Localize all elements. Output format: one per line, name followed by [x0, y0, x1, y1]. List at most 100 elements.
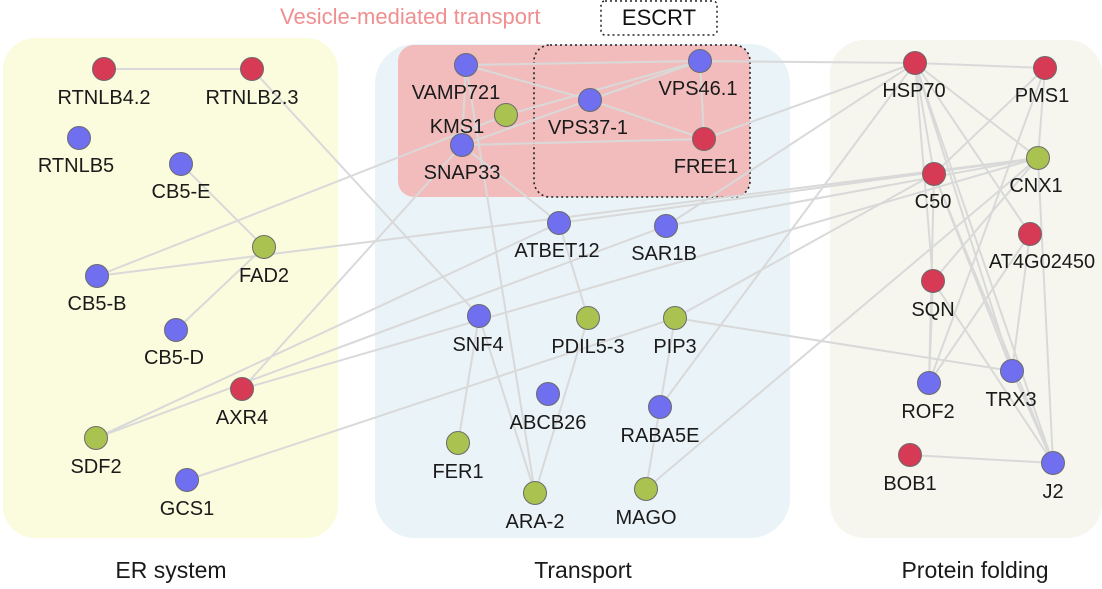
edge-HSP70-AT4G02450	[914, 62, 1031, 235]
edge-AT4G02450-ROF2	[928, 233, 1031, 384]
node-TRX3: TRX3	[985, 359, 1037, 411]
edge-HSP70-TRX3	[914, 62, 1013, 372]
edge-VAMP721-SNAP33	[461, 64, 467, 146]
node-label-PIP3: PIP3	[653, 336, 696, 358]
edge-VPS46.1-HSP70	[699, 60, 916, 64]
node-HSP70: HSP70	[882, 51, 946, 102]
node-circle-HSP70	[903, 51, 927, 75]
node-label-J2: J2	[1042, 481, 1063, 503]
node-SNAP33: SNAP33	[424, 133, 501, 184]
edge-HSP70-PMS1	[914, 62, 1046, 69]
node-label-SQN: SQN	[911, 299, 954, 321]
edge-PMS1-C50	[933, 67, 1046, 175]
legend-vesicle-text: Vesicle-mediated transport	[280, 4, 540, 29]
node-KMS1: KMS1	[430, 103, 518, 138]
edge-HSP70-J2	[914, 62, 1054, 464]
node-circle-CB5-E	[169, 152, 193, 176]
node-circle-ATBET12	[547, 211, 571, 235]
node-label-ROF2: ROF2	[901, 401, 954, 423]
edge-HSP70-C50	[914, 62, 935, 175]
edge-SNF4-FER1	[457, 315, 480, 444]
node-circle-PIP3	[663, 306, 687, 330]
node-MAGO: MAGO	[615, 477, 677, 529]
edge-CB5-E-FAD2	[180, 163, 265, 248]
edge-SNAP33-ATBET12	[461, 144, 560, 224]
node-SQN: SQN	[911, 269, 955, 321]
node-label-KMS1: KMS1	[430, 116, 484, 138]
edge-AXR4-SNAP33	[241, 144, 463, 390]
node-ROF2: ROF2	[901, 371, 955, 423]
node-label-ARA-2: ARA-2	[506, 511, 565, 533]
edge-SNAP33-FREE1	[461, 138, 705, 146]
node-PDIL5-3: PDIL5-3	[551, 306, 625, 358]
edge-VPS37-1-VPS46.1	[589, 60, 701, 101]
node-label-GCS1: GCS1	[160, 498, 214, 520]
edges	[95, 60, 1054, 494]
node-label-CB5-B: CB5-B	[68, 293, 127, 315]
node-circle-ARA-2	[523, 481, 547, 505]
node-circle-VPS46.1	[688, 49, 712, 73]
edge-C50-J2	[933, 173, 1054, 464]
node-ARA-2: ARA-2	[506, 481, 565, 533]
node-circle-J2	[1041, 451, 1065, 475]
node-circle-BOB1	[898, 443, 922, 467]
node-circle-ABCB26	[536, 382, 560, 406]
edge-PIP3-C50	[674, 173, 935, 319]
node-label-HSP70: HSP70	[882, 80, 945, 102]
node-circle-RABA5E	[648, 395, 672, 419]
legend-escrt-text: ESCRT	[622, 5, 696, 30]
edge-SAR1B-CNX1	[665, 157, 1039, 227]
escrt-box	[533, 44, 751, 198]
node-label-PMS1: PMS1	[1015, 85, 1069, 107]
node-circle-FER1	[446, 431, 470, 455]
edge-ATBET12-PDIL5-3	[558, 222, 589, 319]
edge-MAGO-CNX1	[645, 157, 1039, 490]
node-label-ATBET12: ATBET12	[514, 240, 599, 262]
edge-BOB1-J2	[909, 454, 1054, 464]
node-FAD2: FAD2	[239, 235, 289, 287]
node-circle-SAR1B	[654, 214, 678, 238]
edge-TRX3-J2	[1011, 370, 1054, 464]
node-label-CNX1: CNX1	[1009, 175, 1062, 197]
node-label-FAD2: FAD2	[239, 265, 289, 287]
node-AT4G02450: AT4G02450	[989, 222, 1095, 273]
node-circle-CB5-B	[85, 264, 109, 288]
node-circle-FREE1	[692, 127, 716, 151]
node-label-VPS46.1: VPS46.1	[659, 78, 738, 100]
edge-SNF4-ARA-2	[478, 315, 536, 494]
edge-AT4G02450-TRX3	[1011, 233, 1031, 372]
group-label-transport: Transport	[534, 557, 632, 583]
node-VPS46.1: VPS46.1	[659, 49, 738, 100]
edge-PMS1-ROF2	[928, 67, 1046, 384]
node-GCS1: GCS1	[160, 468, 214, 520]
node-circle-RTNLB4.2	[92, 57, 116, 81]
node-circle-PMS1	[1033, 56, 1057, 80]
node-VAMP721: VAMP721	[412, 53, 500, 104]
node-RTNLB5: RTNLB5	[38, 126, 114, 177]
node-label-FER1: FER1	[432, 461, 483, 483]
edge-VPS46.1-FREE1	[699, 60, 705, 140]
node-CB5-D: CB5-D	[144, 318, 204, 369]
node-SNF4: SNF4	[452, 304, 504, 356]
legend: Vesicle-mediated transport ESCRT	[280, 0, 718, 36]
node-ABCB26: ABCB26	[510, 382, 587, 434]
node-label-SNAP33: SNAP33	[424, 162, 501, 184]
node-label-SAR1B: SAR1B	[631, 243, 697, 265]
node-AXR4: AXR4	[216, 377, 268, 429]
node-circle-AT4G02450	[1018, 222, 1042, 246]
node-circle-SNF4	[467, 304, 491, 328]
node-SAR1B: SAR1B	[631, 214, 697, 265]
node-RTNLB2.3: RTNLB2.3	[205, 57, 299, 109]
edge-SQN-ROF2	[928, 280, 934, 384]
edge-VAMP721-VPS37-1	[465, 64, 591, 101]
edge-RABA5E-HSP70	[659, 62, 916, 408]
edge-FAD2-CB5-D	[175, 246, 265, 331]
edge-GCS1-PIP3	[186, 317, 676, 481]
node-circle-SDF2	[84, 426, 108, 450]
edge-SDF2-ATBET12	[95, 222, 560, 439]
node-J2: J2	[1041, 451, 1065, 503]
node-circle-FAD2	[252, 235, 276, 259]
node-label-CB5-E: CB5-E	[152, 181, 211, 203]
node-label-ABCB26: ABCB26	[510, 412, 587, 434]
